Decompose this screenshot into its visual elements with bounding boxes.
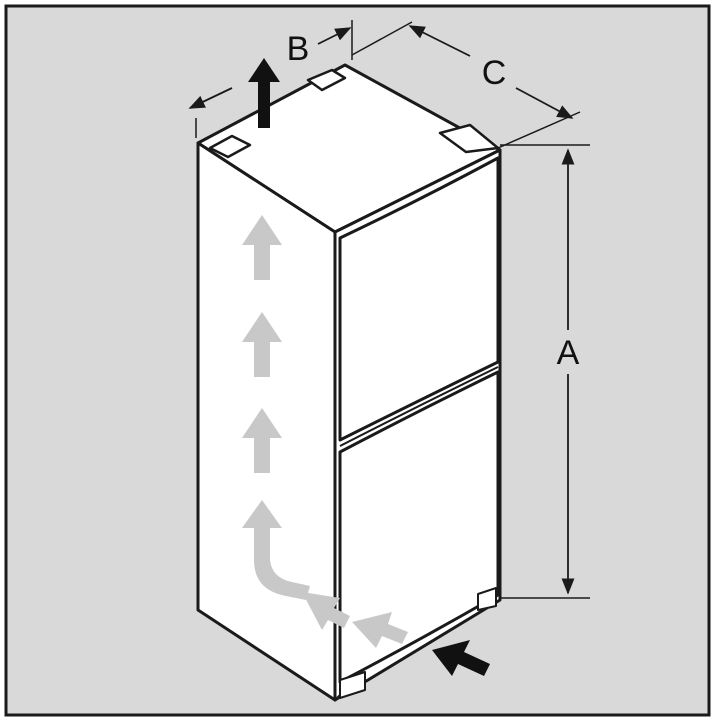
- label-b: B: [287, 30, 310, 68]
- dimension-b: B: [188, 20, 353, 138]
- airflow-curve-icon: [242, 500, 310, 600]
- dimension-c: C: [351, 21, 581, 149]
- extension-line-c-left: [351, 21, 413, 56]
- label-a-bg: [550, 330, 586, 374]
- exhaust-arrow-icon: [248, 58, 280, 128]
- foot-left: [339, 671, 366, 699]
- rear-spacer-left: [208, 134, 252, 159]
- rear-spacer-right: [306, 68, 347, 92]
- airflow-arrow-icon: [242, 215, 282, 280]
- airflow-arrow-icon: [242, 312, 282, 377]
- airflow-arrow-icon: [242, 408, 282, 473]
- label-c: C: [482, 54, 507, 92]
- intake-arrow-icon: [432, 640, 490, 676]
- door-gap: [339, 366, 499, 447]
- airflow-arrows: [242, 215, 408, 648]
- airflow-arrow-icon: [302, 592, 350, 630]
- dimension-a: A: [500, 144, 590, 599]
- airflow-arrow-icon: [352, 612, 408, 648]
- fridge-icon: [196, 63, 502, 702]
- dimension-line-b-left: [188, 87, 233, 109]
- lower-door: [338, 370, 500, 684]
- upper-door: [338, 156, 500, 442]
- dimension-line-c-top: [408, 25, 471, 57]
- label-a: A: [557, 334, 580, 372]
- dimension-line-c-bottom: [515, 87, 574, 119]
- foot-front: [477, 587, 497, 611]
- dimension-line-b-right: [317, 27, 352, 45]
